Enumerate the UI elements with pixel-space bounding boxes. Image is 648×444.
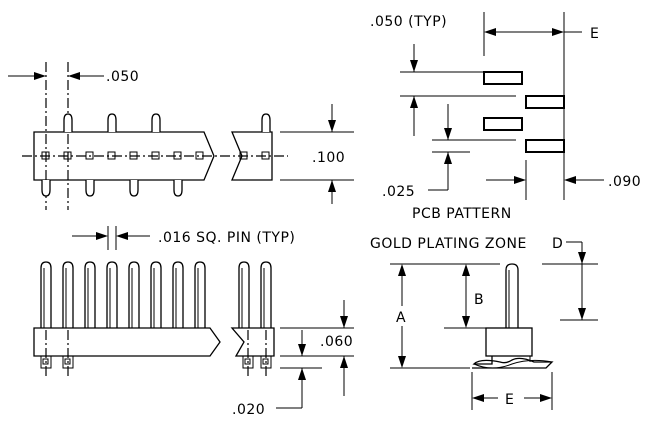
a-dimension: A bbox=[390, 263, 500, 369]
pad-offset-dimension: .090 bbox=[486, 174, 641, 190]
b-dimension: B bbox=[444, 264, 486, 329]
front-view: .016 SQ. PIN (TYP) bbox=[33, 226, 354, 418]
pin-size-dimension: .016 SQ. PIN (TYP) bbox=[72, 226, 295, 250]
pcb-e-dimension: E bbox=[484, 26, 599, 42]
pitch-label: .050 bbox=[106, 69, 139, 85]
standoff-dimension: .020 bbox=[232, 330, 322, 418]
e-label: E bbox=[505, 392, 514, 408]
body-height-dimension: .060 bbox=[280, 300, 354, 396]
top-pin-squares bbox=[41, 151, 270, 160]
e-dimension: E bbox=[471, 372, 553, 410]
top-pins-up bbox=[63, 113, 271, 132]
height-dimension: .100 bbox=[280, 104, 354, 204]
gold-zone-label: GOLD PLATING ZONE bbox=[370, 236, 527, 252]
d-label: D bbox=[552, 236, 563, 252]
body-height-label: .060 bbox=[320, 334, 353, 350]
pad-width-dimension: .025 bbox=[382, 104, 516, 200]
d-dimension bbox=[542, 241, 598, 321]
a-label: A bbox=[396, 310, 406, 326]
pcb-pattern: .050 (TYP) E bbox=[370, 12, 641, 222]
side-view: GOLD PLATING ZONE D A B bbox=[370, 236, 598, 410]
pcb-row-label: E bbox=[590, 26, 599, 42]
pcb-pads bbox=[483, 71, 565, 153]
height-label: .100 bbox=[312, 150, 345, 166]
pad-spacing-label: .050 (TYP) bbox=[370, 14, 447, 30]
front-pin-tails bbox=[40, 355, 272, 369]
b-label: B bbox=[474, 292, 484, 308]
pad-width-label: .025 bbox=[382, 184, 415, 200]
pitch-dimension: .050 bbox=[8, 69, 139, 85]
top-view: .050 .100 bbox=[8, 62, 354, 210]
standoff-label: .020 bbox=[232, 402, 265, 418]
top-pins-down bbox=[41, 180, 183, 197]
pad-offset-label: .090 bbox=[608, 174, 641, 190]
front-pins bbox=[40, 261, 272, 328]
pin-size-label: .016 SQ. PIN (TYP) bbox=[158, 230, 295, 246]
pcb-pattern-title: PCB PATTERN bbox=[412, 206, 512, 222]
pad-spacing-dimension bbox=[400, 44, 516, 136]
